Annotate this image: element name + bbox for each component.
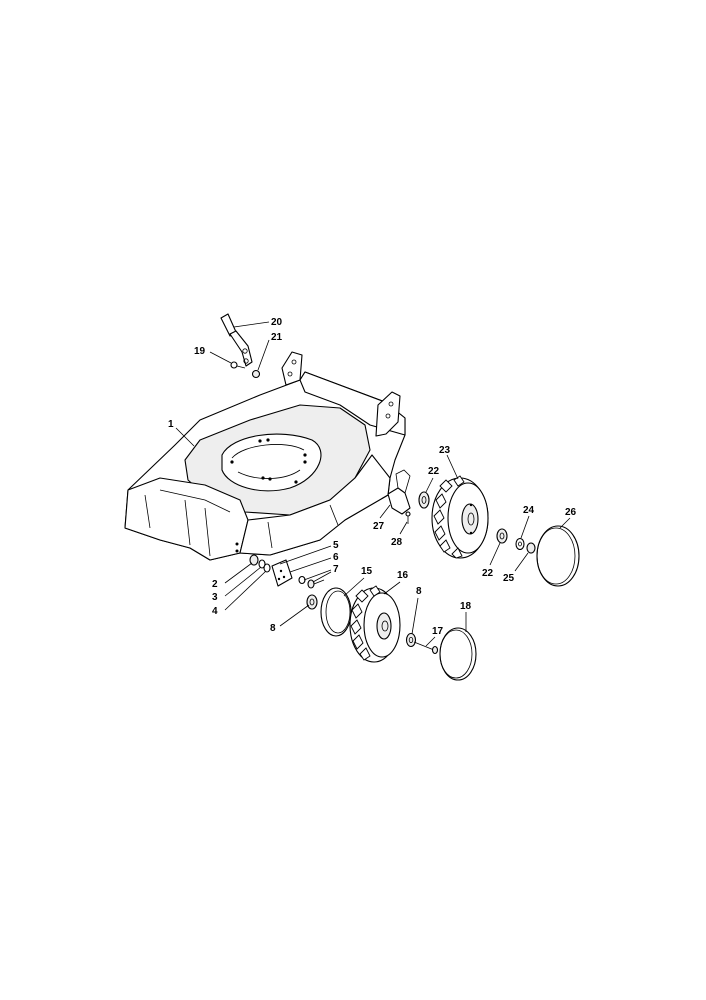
callout-2: 2 <box>212 579 218 590</box>
callout-20: 20 <box>271 317 283 328</box>
lever-screw <box>230 361 246 369</box>
callout-3: 3 <box>212 592 218 603</box>
callout-6: 6 <box>333 552 339 563</box>
front-hubcap-18 <box>439 627 477 681</box>
deck-side-panel <box>239 454 391 556</box>
axle-bracket <box>387 487 411 515</box>
callout-1: 1 <box>168 419 174 430</box>
callout-25: 25 <box>503 573 515 584</box>
bearing-8-outer <box>405 632 417 648</box>
callout-22a: 22 <box>428 466 440 477</box>
callout-18: 18 <box>460 601 472 612</box>
washer-4 <box>263 563 271 573</box>
bracket-screw <box>405 511 411 524</box>
callout-8a: 8 <box>270 623 276 634</box>
bearing-rear-outer <box>496 528 508 544</box>
callout-24: 24 <box>523 505 535 516</box>
axle-plate-5 <box>271 559 293 587</box>
rear-wheel <box>431 475 489 559</box>
height-adjust-lever <box>220 313 253 367</box>
callout-17: 17 <box>432 626 444 637</box>
callout-27: 27 <box>373 521 385 532</box>
callout-8b: 8 <box>416 586 422 597</box>
callout-26: 26 <box>565 507 577 518</box>
washer-rear <box>515 537 525 551</box>
callout-19: 19 <box>194 346 206 357</box>
callout-28: 28 <box>391 537 403 548</box>
callout-16: 16 <box>397 570 409 581</box>
nut-rear <box>526 542 536 554</box>
callout-22b: 22 <box>482 568 494 579</box>
callout-7: 7 <box>333 564 339 575</box>
callout-21: 21 <box>271 332 283 343</box>
lever-nut <box>251 369 261 379</box>
deck-blade-opening <box>221 433 322 492</box>
hubcap-rear <box>536 525 580 587</box>
front-hubcap-15 <box>320 587 352 637</box>
bearing-8-inner <box>306 594 318 610</box>
bolt-7 <box>307 579 325 589</box>
deck-mount-holes <box>230 438 307 484</box>
deck-handle-bracket-left <box>281 351 303 386</box>
callout-4: 4 <box>212 606 218 617</box>
bearing-rear-inner <box>418 491 430 509</box>
callout-23: 23 <box>439 445 451 456</box>
callout-5: 5 <box>333 540 339 551</box>
callout-labels: 1 2 3 4 5 6 7 8 8 15 16 17 18 19 20 21 2… <box>168 317 577 637</box>
spacer-2 <box>249 554 259 566</box>
axle-bolt-17 <box>413 641 439 655</box>
callout-15: 15 <box>361 566 373 577</box>
mower-deck <box>124 351 406 561</box>
leader-lines <box>175 321 571 647</box>
front-wheel-16 <box>349 585 401 663</box>
lever-arm <box>229 330 253 367</box>
